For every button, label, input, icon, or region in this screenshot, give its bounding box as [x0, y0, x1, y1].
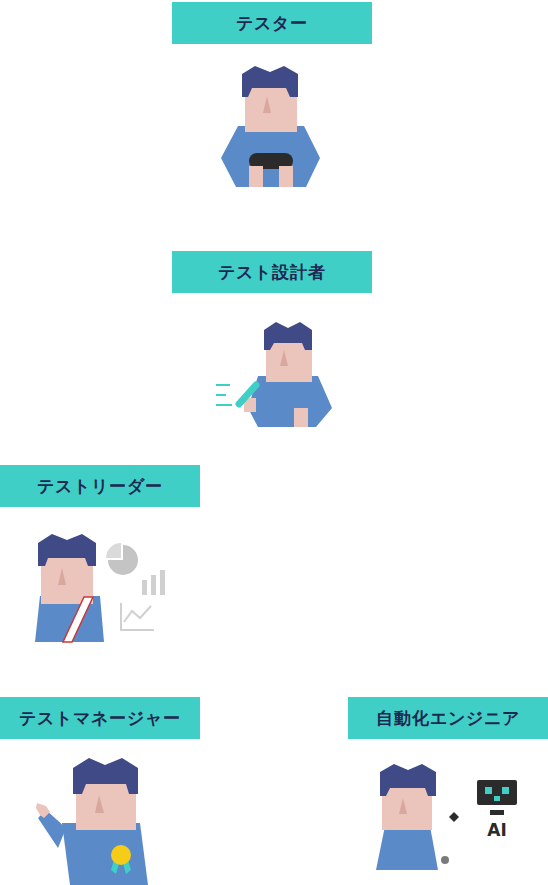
robot-mouth — [494, 796, 500, 801]
automation-figure — [376, 764, 517, 870]
hand — [294, 408, 308, 427]
body — [62, 823, 148, 885]
robot-head — [477, 780, 517, 805]
face — [76, 784, 136, 830]
manager-figure — [36, 758, 148, 885]
nose — [280, 350, 288, 366]
sash — [63, 597, 93, 642]
robot-eye — [502, 787, 509, 794]
nose — [95, 795, 104, 813]
role-title: 自動化エンジニア — [376, 707, 520, 730]
hand — [249, 166, 263, 187]
pointing-hand — [36, 803, 50, 818]
pie-slice — [106, 543, 121, 558]
hand — [279, 166, 293, 187]
role-title: テスト設計者 — [218, 261, 326, 284]
role-title: テストマネージャー — [19, 707, 181, 730]
role-band: テスト設計者 — [172, 251, 372, 293]
pen — [239, 385, 256, 404]
nose — [58, 568, 66, 585]
medal — [111, 845, 131, 865]
diamond-mark — [449, 812, 459, 822]
line-chart — [124, 606, 151, 622]
hair — [242, 66, 298, 97]
designer-figure — [216, 322, 332, 427]
chart-axis — [121, 603, 154, 630]
role-title: テスター — [236, 12, 308, 35]
hair — [380, 764, 436, 796]
leader-figure — [35, 534, 165, 642]
body — [376, 826, 438, 870]
role-band: テスター — [172, 2, 372, 44]
bar — [142, 580, 147, 595]
robot-neck — [490, 810, 504, 815]
hair — [38, 534, 96, 566]
body — [221, 126, 320, 187]
role-title: テストリーダー — [37, 475, 163, 498]
icon-label: AI — [477, 822, 517, 839]
bar — [160, 570, 165, 595]
bar — [151, 575, 156, 595]
role-band: テストマネージャー — [0, 697, 200, 739]
face — [382, 788, 432, 830]
role-band: テストリーダー — [0, 465, 200, 507]
robot-eye — [485, 787, 492, 794]
role-band: 自動化エンジニア — [348, 697, 548, 739]
hair — [73, 758, 138, 794]
body — [248, 376, 332, 427]
speed-line — [216, 384, 230, 386]
tester-figure — [221, 66, 320, 187]
nose — [263, 96, 271, 113]
speed-line — [216, 404, 232, 406]
speed-line — [216, 394, 226, 396]
dot-mark — [441, 856, 449, 864]
hair — [264, 322, 312, 350]
nose — [399, 798, 407, 814]
